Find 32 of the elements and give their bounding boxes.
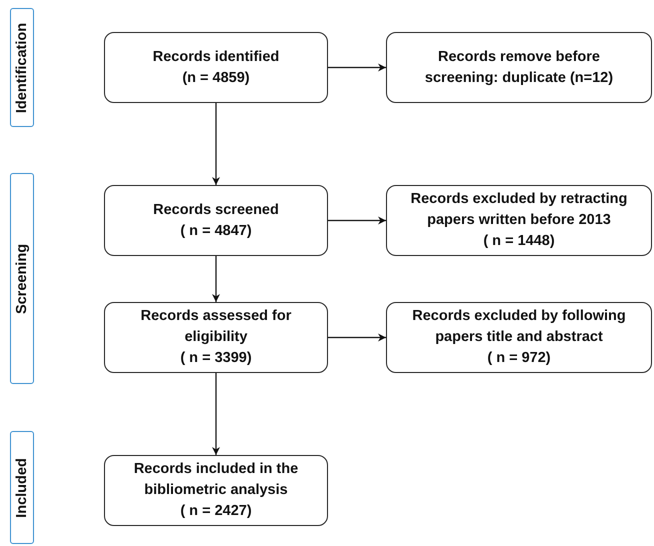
box-text: Records screened [153,200,279,220]
box-text: Records excluded by retracting papers written before 2013 [410,190,628,230]
phase-label-band [10,431,34,544]
record-count: ( n = 2427) [180,502,252,521]
process-box [386,185,652,256]
box-text: Records assessed for eligibility [140,307,292,347]
phase-label: Included [14,458,30,518]
phase-label: Identification [14,22,30,113]
process-box [104,32,328,103]
box-text: Records included in the bibliometric analysis [132,460,300,500]
record-count: ( n = 972) [487,349,551,368]
box-text: Records identified [152,48,280,66]
process-box [386,302,652,373]
record-count: ( n = 3399) [180,349,252,368]
box-text: Records excluded by following papers title and abstract [411,307,627,347]
process-box [104,302,328,373]
record-count: (n = 4859) [182,68,250,88]
arrow [212,256,220,302]
record-count: ( n = 4847) [180,222,252,240]
box-text: Records remove before screening: duplicate (n=12) [424,48,614,88]
arrow [212,373,220,455]
process-box [104,185,328,256]
arrow [328,334,386,342]
process-box [104,455,328,526]
arrow [212,103,220,185]
phase-label-band [10,8,34,127]
arrow [328,216,386,224]
phase-label-band [10,173,34,384]
arrow [328,64,386,72]
process-box [386,32,652,103]
phase-label: Screening [14,243,30,314]
record-count: ( n = 1448) [483,232,555,251]
